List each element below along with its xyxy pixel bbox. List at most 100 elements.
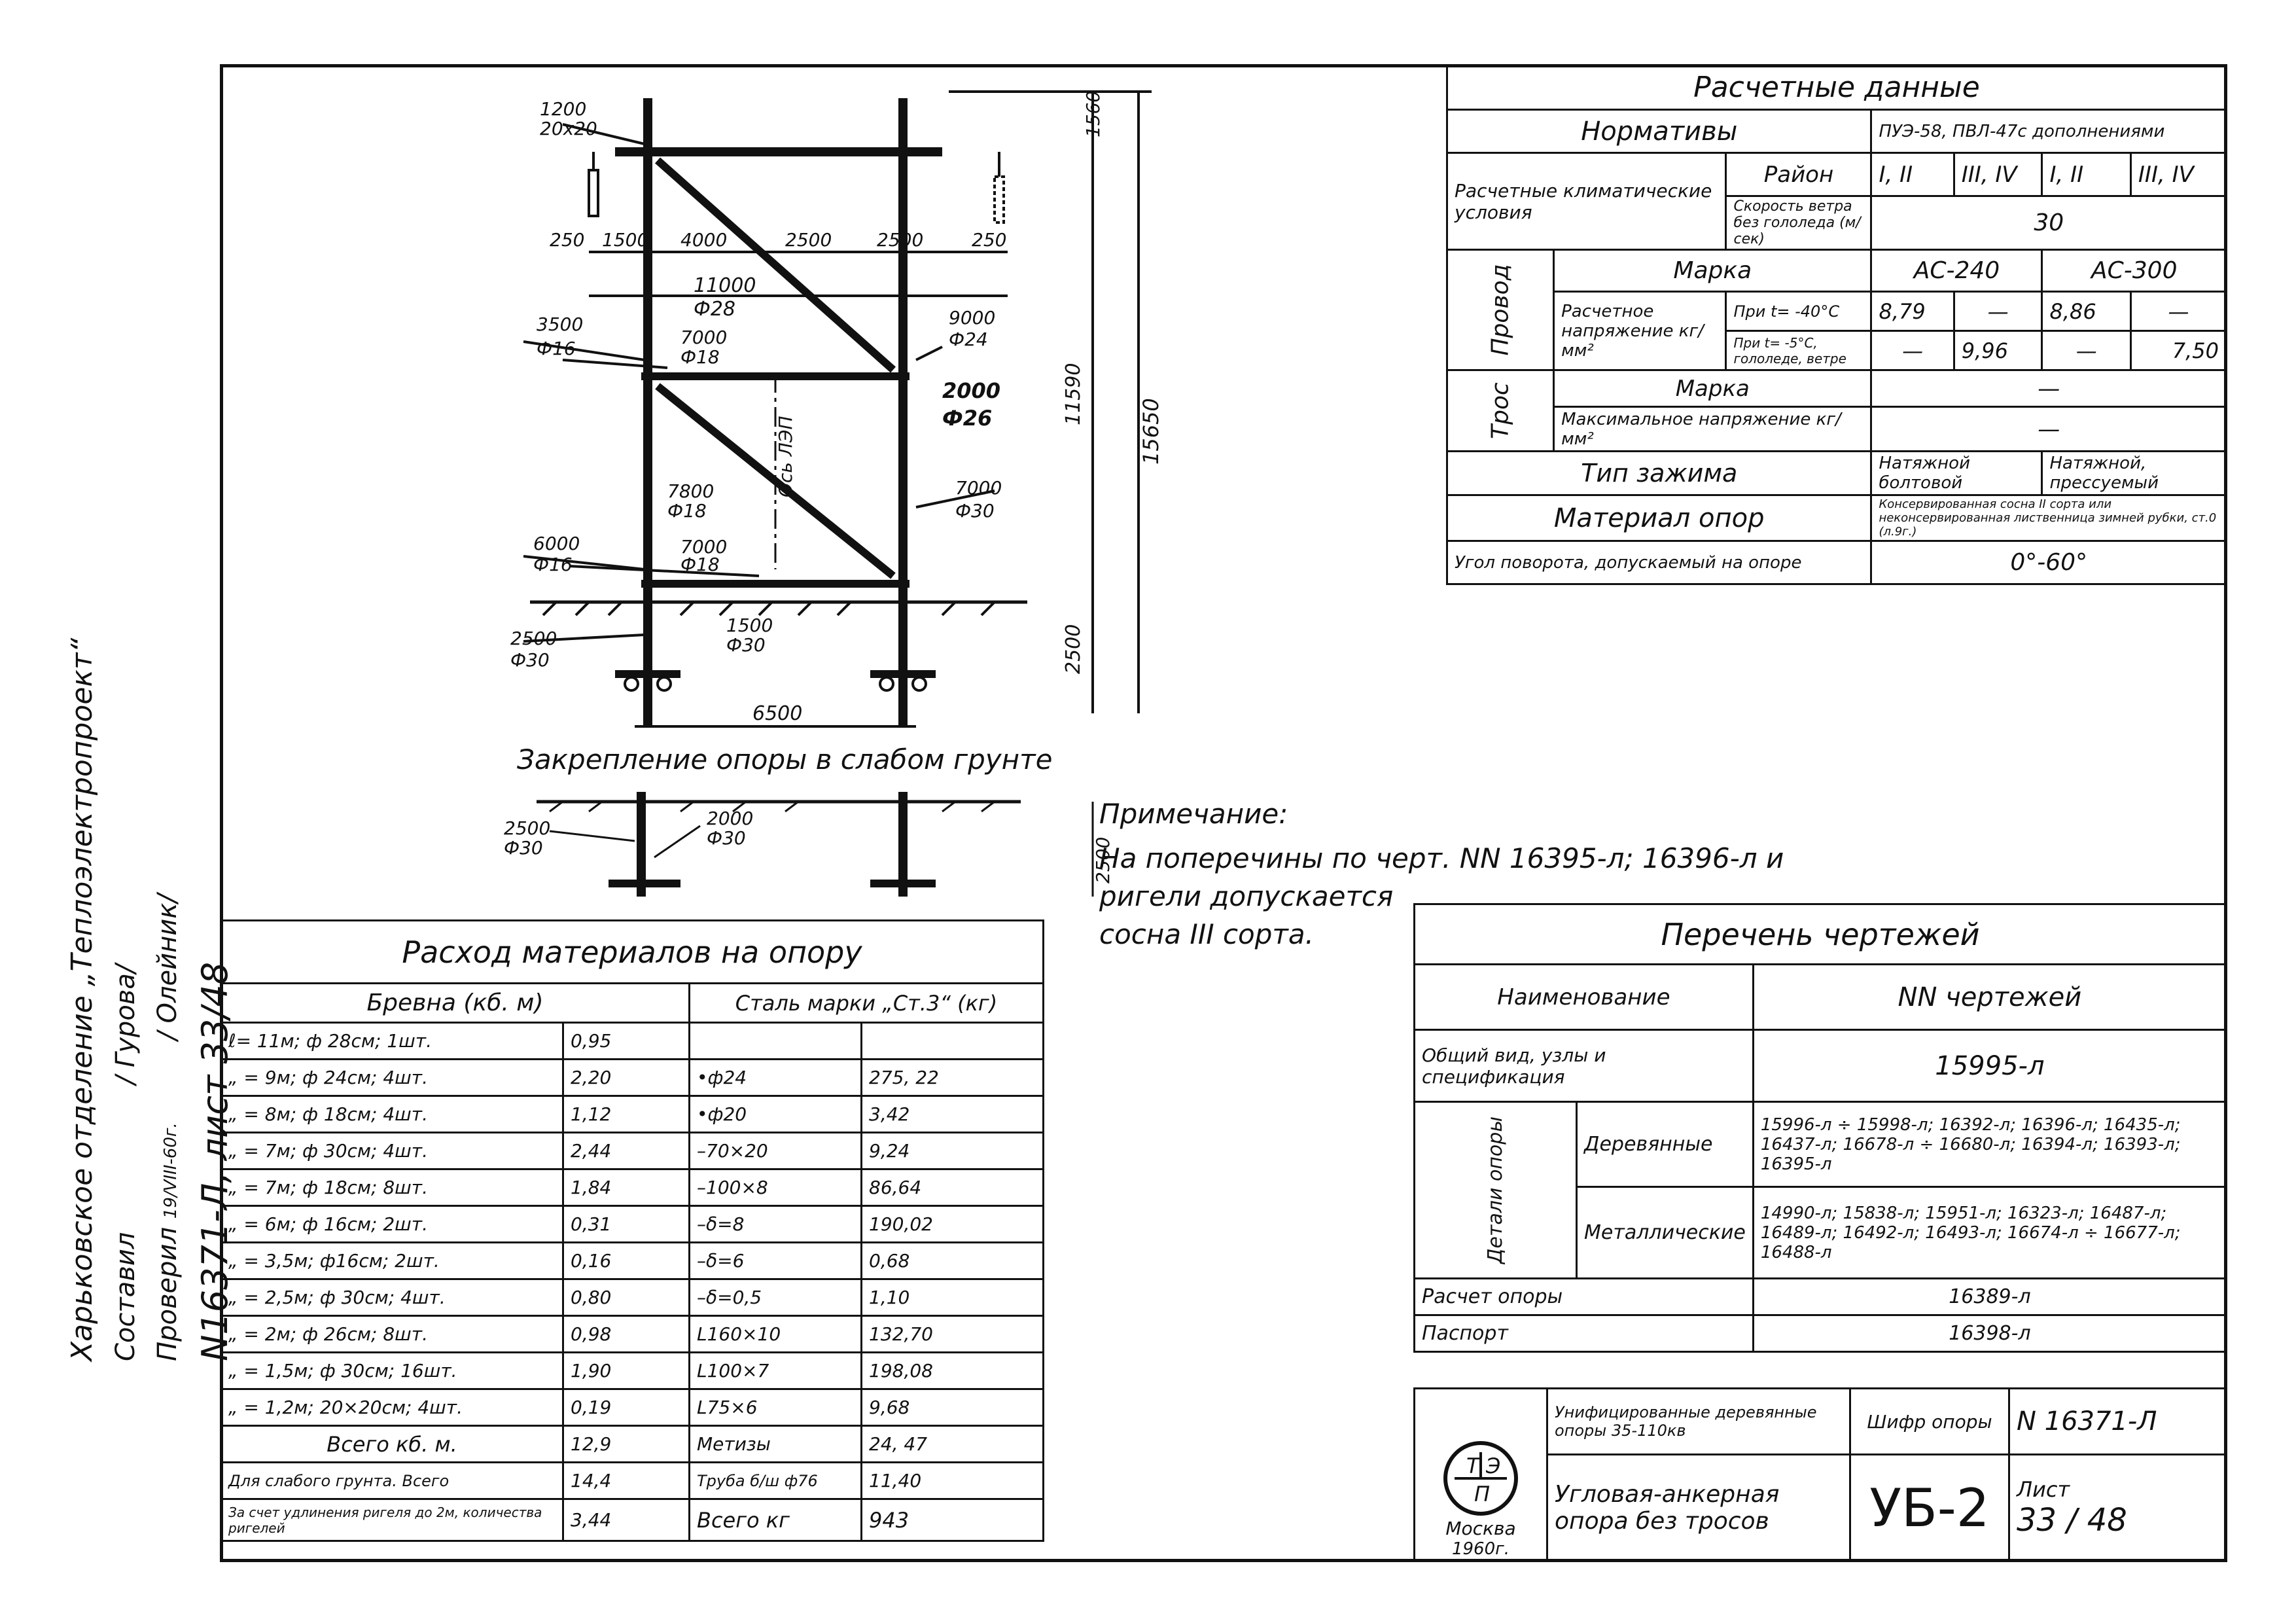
note-title: Примечание: [1099,798,1288,830]
r2c4: 7,50 [2129,330,2228,371]
rope-brand: — [1870,369,2227,408]
dim-1500: 1500 [602,229,648,251]
design-title: Расчетные данные [1446,64,2227,111]
general-label: Общий вид, узлы и спецификация [1413,1029,1754,1103]
soft-label-2500-dia: Ф30 [504,837,543,859]
drawings-title: Перечень чертежей [1413,903,2227,965]
label-6000-dia: Ф16 [533,554,573,575]
label-2500: 2500 [510,628,557,649]
col-logs: Бревна (кб. м) [220,982,690,1024]
span-dia: Ф28 [694,298,735,321]
label-7800: 7800 [667,480,714,502]
tep-logo: Т Э П [1443,1441,1518,1516]
dim-1200: 1200 [540,98,586,120]
label-1500-dia: Ф30 [726,634,766,656]
material-label: Материал опор [1445,494,1873,542]
r2c2: 9,96 [1952,330,2043,371]
r1c2: — [1952,291,2043,332]
rope-brand-label: Марка [1553,369,1873,408]
wire-label: Провод [1445,249,1555,371]
side-stamp: Харьковское отделение „Теплоэлектропроек… [65,510,236,1361]
label-7000a-dia: Ф18 [680,346,720,368]
logo-cell: Т Э П Москва 1960г. [1413,1387,1548,1562]
table-row: За счет удлинения ригеля до 2м, количест… [220,1498,1044,1542]
dim-4000: 4000 [680,229,727,251]
r2c3: — [2041,330,2132,371]
wood-label: Деревянные [1576,1101,1754,1188]
side-checked-date: 19/VIII-60г. [161,1122,181,1219]
details-label: Детали опоры [1413,1101,1578,1279]
soft-label-2000: 2000 [707,808,753,829]
note-line2: ригели допускается [1099,880,1394,912]
span-value: 11000 [694,274,756,297]
material-value: Консервированная сосна II сорта или неко… [1870,494,2227,542]
note-line1: На поперечины по черт. NN 16395-л; 16396… [1099,842,1784,874]
design-data-table: Расчетные данные Нормативы ПУЭ-58, ПВЛ-4… [1445,64,2228,585]
rope-stress-label: Максимальное напряжение кг/мм² [1553,406,1873,452]
label-7000a: 7000 [680,327,727,348]
soft-height: 2500 [1092,837,1114,883]
norms-label: Нормативы [1445,109,1873,154]
wind-value: 30 [1870,195,2227,251]
passport-label: Паспорт [1413,1314,1754,1353]
cond-2: При t= -5°С, гололеде, ветре [1725,330,1873,371]
region-3: I, II [2041,152,2132,197]
r2c1: — [1870,330,1955,371]
dim-250-right: 250 [972,229,1006,251]
label-3500: 3500 [537,313,583,335]
dim-1560: 1560 [1082,91,1104,137]
clamp-2: Натяжной, прессуемый [2041,450,2227,496]
col-steel: Сталь марки „Ст.3“ (кг) [688,982,1044,1024]
calc-value: 16389-л [1752,1277,2228,1316]
rope-stress: — [1870,406,2227,452]
wind-label: Скорость ветра без гололеда (м/сек) [1725,195,1873,251]
side-checked: Проверил [152,1226,183,1361]
dim-250-left: 250 [550,229,584,251]
label-7000c-dia: Ф18 [680,554,720,575]
climate-label: Расчетные климатические условия [1445,152,1727,251]
label-7000c: 7000 [680,536,727,558]
clamp-1: Натяжной болтовой [1870,450,2043,496]
label-2500-dia: Ф30 [510,649,550,671]
metal-label: Металлические [1576,1186,1754,1279]
passport-value: 16398-л [1752,1314,2228,1353]
base-width: 6500 [752,702,802,725]
dim-20x20: 20х20 [540,118,597,139]
region-4: III, IV [2129,152,2228,197]
note: Примечание: На поперечины по черт. NN 16… [1099,795,1784,954]
region-label: Район [1725,152,1873,197]
svg-text:Э: Э [1485,1454,1500,1478]
wood-value: 15996-л ÷ 15998-л; 16392-л; 16396-л; 164… [1752,1101,2228,1188]
rope-label: Трос [1445,369,1555,452]
wire-brand-2: АС-300 [2041,249,2227,293]
general-value: 15995-л [1752,1029,2228,1103]
sheet-label: Лист [2017,1477,2070,1503]
svg-text:Т: Т [1466,1454,1481,1478]
side-checked-name: / Олейник/ [152,894,183,1041]
code: УБ-2 [1849,1454,2010,1562]
label-9000-dia: Ф24 [949,329,988,350]
series: Унифицированные деревянные опоры 35-110к… [1546,1387,1851,1456]
label-2000-dia: Ф26 [942,406,992,431]
tower-drawing: 1200 20х20 250 1500 4000 2500 2500 250 1… [504,90,1163,897]
wire-brand-label: Марка [1553,249,1873,293]
code-label: Шифр опоры [1849,1387,2010,1456]
r1c3: 8,86 [2041,291,2132,332]
drawing-frame [220,64,2227,1562]
clamp-label: Тип зажима [1445,450,1873,496]
calc-label: Расчет опоры [1413,1277,1754,1316]
wire-brand-1: АС-240 [1870,249,2043,293]
title-block: Т Э П Москва 1960г. Унифицированные дере… [1413,1387,2227,1562]
region-2: III, IV [1952,152,2043,197]
label-7000b-dia: Ф30 [955,500,995,522]
note-line3: сосна III сорта. [1099,918,1314,950]
soft-label-2000-dia: Ф30 [707,827,746,849]
label-1500: 1500 [726,615,773,636]
